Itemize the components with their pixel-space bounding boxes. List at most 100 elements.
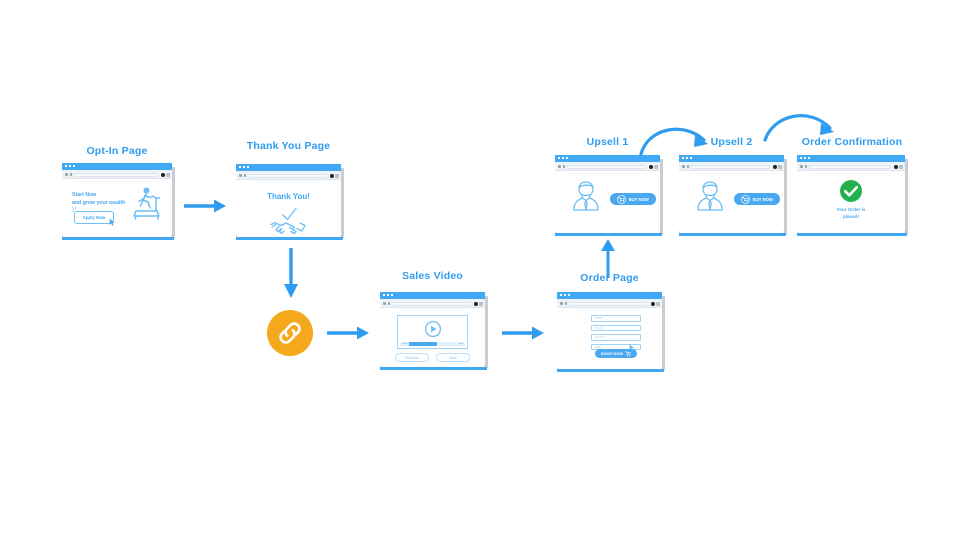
upsell1-buy-now-button[interactable]: BUY NOW (610, 193, 656, 205)
window-toolbar (679, 162, 784, 171)
window-tab-dots-icon (65, 165, 75, 167)
browser-window-optin: Start Now and grow your wealth Apply Now (62, 163, 175, 240)
address-bar[interactable] (808, 164, 891, 169)
thankyou-message: Thank You! (267, 192, 310, 201)
order-field-email[interactable]: email (591, 324, 641, 331)
node-title-upsell1: Upsell 1 (586, 136, 629, 148)
video-next-button[interactable]: Next (436, 353, 470, 362)
node-title-optin: Opt-In Page (86, 145, 148, 157)
window-content-upsell2: BUY NOW (679, 171, 784, 231)
arrow-upsell1-to-upsell2 (638, 118, 728, 160)
video-previous-button[interactable]: Previous (395, 353, 429, 362)
node-order-page[interactable]: Order Page name email phone card (557, 272, 665, 372)
treadmill-runner-icon (126, 185, 166, 225)
menu-icon[interactable] (899, 164, 903, 169)
node-optin-page[interactable]: Opt-In Page Start Now and grow your weal… (62, 145, 175, 240)
shopping-cart-icon (741, 194, 751, 204)
window-shadow (784, 159, 787, 234)
window-content-confirmation: Your Order is placed! (797, 171, 905, 231)
profile-dot-icon (651, 301, 655, 306)
node-title-confirmation: Order Confirmation (801, 136, 903, 148)
arrow-orderpage-to-upsell1 (598, 238, 618, 280)
window-titlebar (62, 163, 172, 170)
browser-window-orderpage: name email phone card SHOP NOW (557, 292, 665, 372)
window-accent-bar (679, 233, 786, 236)
window-tab-dots-icon (558, 157, 568, 159)
upsell2-buy-now-label: BUY NOW (752, 196, 773, 202)
menu-icon[interactable] (654, 164, 658, 169)
order-shop-now-button[interactable]: SHOP NOW (595, 349, 637, 358)
nav-dots-icon (65, 173, 72, 176)
upsell2-buy-now-button[interactable]: BUY NOW (734, 193, 780, 205)
browser-window-upsell2: BUY NOW (679, 155, 787, 236)
window-shadow (905, 159, 908, 234)
menu-icon[interactable] (656, 301, 660, 306)
arrow-optin-to-thankyou (182, 196, 230, 216)
node-link-connector[interactable] (267, 310, 313, 356)
order-field-name[interactable]: name (591, 315, 641, 322)
window-content-upsell1: BUY NOW (555, 171, 660, 231)
address-bar[interactable] (391, 301, 471, 306)
browser-window-thankyou: Thank You! (236, 164, 344, 240)
node-thank-you-page[interactable]: Thank You Page Thank You! (236, 140, 344, 240)
video-progress-bar[interactable] (400, 341, 465, 346)
browser-window-salesvideo: Previous Next (380, 292, 488, 370)
window-titlebar (557, 292, 662, 299)
menu-icon[interactable] (778, 164, 782, 169)
browser-window-confirmation: Your Order is placed! (797, 155, 908, 236)
window-accent-bar (797, 233, 907, 236)
window-titlebar (797, 155, 905, 162)
shopping-cart-icon (625, 350, 631, 357)
arrow-link-to-salesvideo (325, 323, 373, 343)
profile-dot-icon (474, 301, 478, 306)
window-tab-dots-icon (383, 294, 393, 296)
window-tab-dots-icon (239, 166, 249, 168)
address-bar[interactable] (73, 172, 158, 177)
play-button-icon[interactable] (424, 321, 441, 338)
nav-dots-icon (800, 165, 807, 168)
window-accent-bar (555, 233, 662, 236)
arrow-salesvideo-to-orderpage (500, 323, 548, 343)
window-titlebar (679, 155, 784, 162)
address-bar[interactable] (247, 173, 327, 178)
window-accent-bar (62, 237, 174, 240)
cursor-icon (109, 218, 116, 227)
cursor-icon (629, 344, 635, 352)
address-bar[interactable] (690, 164, 770, 169)
node-upsell-2[interactable]: Upsell 2 (679, 136, 787, 236)
order-field-phone[interactable]: phone (591, 334, 641, 341)
window-content-orderpage: name email phone card SHOP NOW (557, 308, 662, 367)
window-titlebar (380, 292, 485, 299)
window-tab-dots-icon (800, 157, 810, 159)
confirmation-message-line1: Your Order is (836, 207, 866, 212)
window-shadow (341, 168, 344, 238)
arrow-thankyou-to-link (281, 246, 301, 302)
order-shop-now-label: SHOP NOW (600, 351, 624, 356)
node-sales-video[interactable]: Sales Video (380, 270, 488, 370)
menu-icon[interactable] (166, 172, 170, 177)
window-shadow (660, 159, 663, 234)
address-bar[interactable] (568, 301, 648, 306)
menu-icon[interactable] (479, 301, 483, 306)
node-order-confirmation[interactable]: Order Confirmation (797, 136, 908, 236)
window-accent-bar (236, 237, 343, 240)
node-title-thankyou: Thank You Page (246, 140, 331, 152)
profile-dot-icon (894, 164, 898, 169)
window-titlebar (555, 155, 660, 162)
window-toolbar (557, 299, 662, 308)
window-accent-bar (557, 369, 664, 372)
address-bar[interactable] (566, 164, 646, 169)
handshake-check-icon (269, 206, 309, 235)
window-shadow (172, 167, 175, 238)
optin-cta-button[interactable]: Apply Now (74, 211, 114, 224)
businessman-avatar-icon (693, 179, 727, 213)
window-toolbar (62, 170, 172, 179)
video-player[interactable] (397, 315, 468, 349)
window-titlebar (236, 164, 341, 171)
browser-window-upsell1: BUY NOW (555, 155, 663, 236)
video-progress-fill (409, 341, 437, 346)
menu-icon[interactable] (335, 173, 339, 178)
node-upsell-1[interactable]: Upsell 1 (555, 136, 663, 236)
window-toolbar (380, 299, 485, 308)
